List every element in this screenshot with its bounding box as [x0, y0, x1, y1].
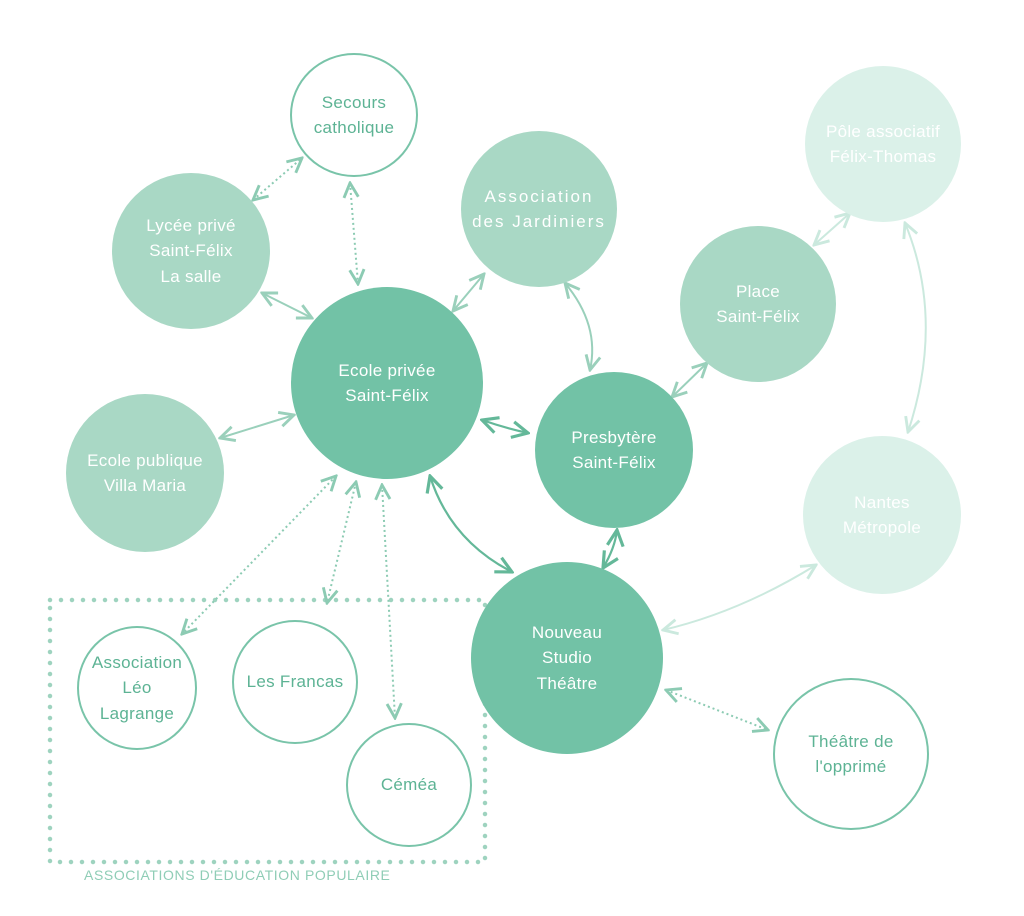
- node-nouveau-studio-theatre: Nouveau Studio Théâtre: [471, 562, 663, 754]
- link-lycee-secours: [253, 158, 302, 200]
- group-caption: ASSOCIATIONS D'ÉDUCATION POPULAIRE: [84, 867, 391, 883]
- link-pole-place: [814, 213, 850, 245]
- node-label: Pôle associatif Félix-Thomas: [825, 121, 941, 167]
- node-les-francas: Les Francas: [232, 620, 358, 744]
- link-studio-opprime: [666, 690, 768, 730]
- node-label: Ecole publique Villa Maria: [87, 450, 203, 496]
- link-jardiniers-ecole: [453, 274, 484, 311]
- node-place-saint-felix: Place Saint-Félix: [680, 226, 836, 382]
- link-ecole-presbytere: [482, 420, 528, 433]
- node-label: Nouveau Studio Théâtre: [531, 622, 603, 693]
- node-label: Ecole privée Saint-Félix: [338, 360, 436, 406]
- link-secours-ecole: [350, 183, 358, 284]
- node-label: Théâtre de l'opprimé: [808, 731, 894, 777]
- link-ecole-studio: [430, 476, 512, 572]
- node-label: Association Léo Lagrange: [91, 652, 183, 723]
- education-populaire-group-frame: [47, 597, 488, 865]
- node-pole-associatif: Pôle associatif Félix-Thomas: [805, 66, 961, 222]
- node-secours-catholique: Secours catholique: [290, 53, 418, 177]
- node-label: Céméa: [380, 775, 438, 795]
- node-label: Les Francas: [246, 672, 344, 692]
- node-leo-lagrange: Association Léo Lagrange: [77, 626, 197, 750]
- link-ecole-francas: [327, 482, 356, 603]
- link-ecole-publique-ecole: [220, 415, 294, 438]
- node-label: Lycée privé Saint-Félix La salle: [146, 215, 236, 286]
- link-nantes-studio: [663, 565, 816, 630]
- node-association-jardiniers: Association des Jardiniers: [461, 131, 617, 287]
- link-presbytere-studio: [603, 530, 617, 568]
- node-presbytere: Presbytère Saint-Félix: [535, 372, 693, 528]
- node-lycee-prive: Lycée privé Saint-Félix La salle: [112, 173, 270, 329]
- node-label: Nantes Métropole: [842, 492, 922, 538]
- node-label: Association des Jardiniers: [472, 186, 606, 232]
- node-label: Place Saint-Félix: [716, 281, 800, 327]
- node-label: Secours catholique: [313, 92, 395, 138]
- link-place-presbytere: [672, 363, 707, 397]
- node-theatre-opprime: Théâtre de l'opprimé: [773, 678, 929, 830]
- link-lycee-ecole: [262, 293, 312, 318]
- node-nantes-metropole: Nantes Métropole: [803, 436, 961, 594]
- link-ecole-leo: [182, 476, 336, 634]
- node-cemea: Céméa: [346, 723, 472, 847]
- node-ecole-privee: Ecole privée Saint-Félix: [291, 287, 483, 479]
- node-ecole-publique: Ecole publique Villa Maria: [66, 394, 224, 552]
- link-jardiniers-presbytere: [565, 283, 592, 370]
- link-ecole-cemea: [382, 485, 395, 718]
- link-pole-nantes: [905, 223, 927, 432]
- node-label: Presbytère Saint-Félix: [571, 427, 657, 473]
